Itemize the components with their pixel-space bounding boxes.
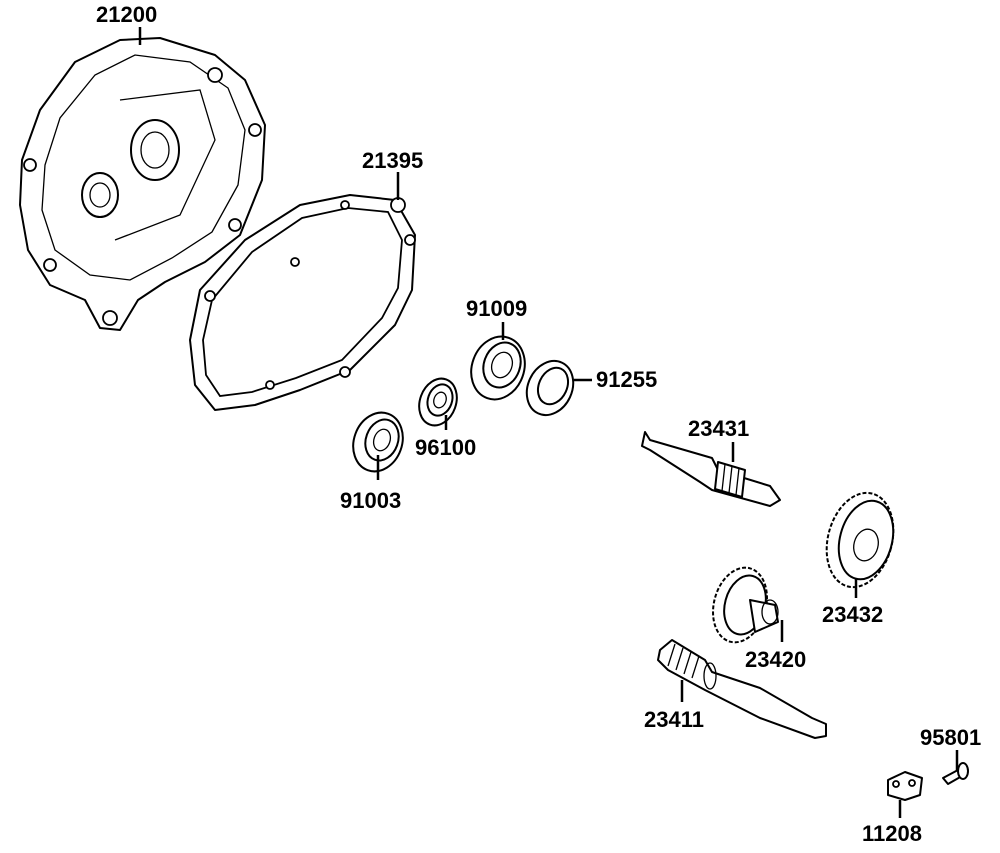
bracket-11208-part — [887, 771, 923, 801]
bolt-95801-part — [942, 762, 969, 785]
part-number-21200: 21200 — [96, 2, 158, 27]
gasket-part — [189, 194, 416, 411]
bearing-91009-part — [470, 335, 526, 401]
part-number-23431: 23431 — [688, 416, 750, 441]
part-number-23432: 23432 — [822, 602, 884, 627]
part-number-91009: 91009 — [466, 296, 528, 321]
shaft-23411-part — [657, 639, 827, 739]
transmission-cover-part — [19, 37, 266, 331]
part-number-95801: 95801 — [920, 725, 982, 750]
leader-lines — [138, 27, 959, 818]
gear-23420-part — [712, 566, 779, 644]
shaft-23431-part — [641, 431, 781, 507]
seal-91255-part — [525, 359, 575, 417]
part-number-96100: 96100 — [415, 435, 477, 460]
part-number-91255: 91255 — [596, 367, 658, 392]
part-number-11208: 11208 — [862, 821, 922, 846]
bearing-96100-part — [418, 377, 458, 427]
part-number-23411: 23411 — [644, 707, 704, 732]
part-number-91003: 91003 — [340, 488, 402, 513]
gear-23432-part — [825, 491, 895, 589]
bearing-91003-part — [352, 411, 404, 473]
part-number-21395: 21395 — [362, 148, 424, 173]
part-number-23420: 23420 — [745, 647, 807, 672]
